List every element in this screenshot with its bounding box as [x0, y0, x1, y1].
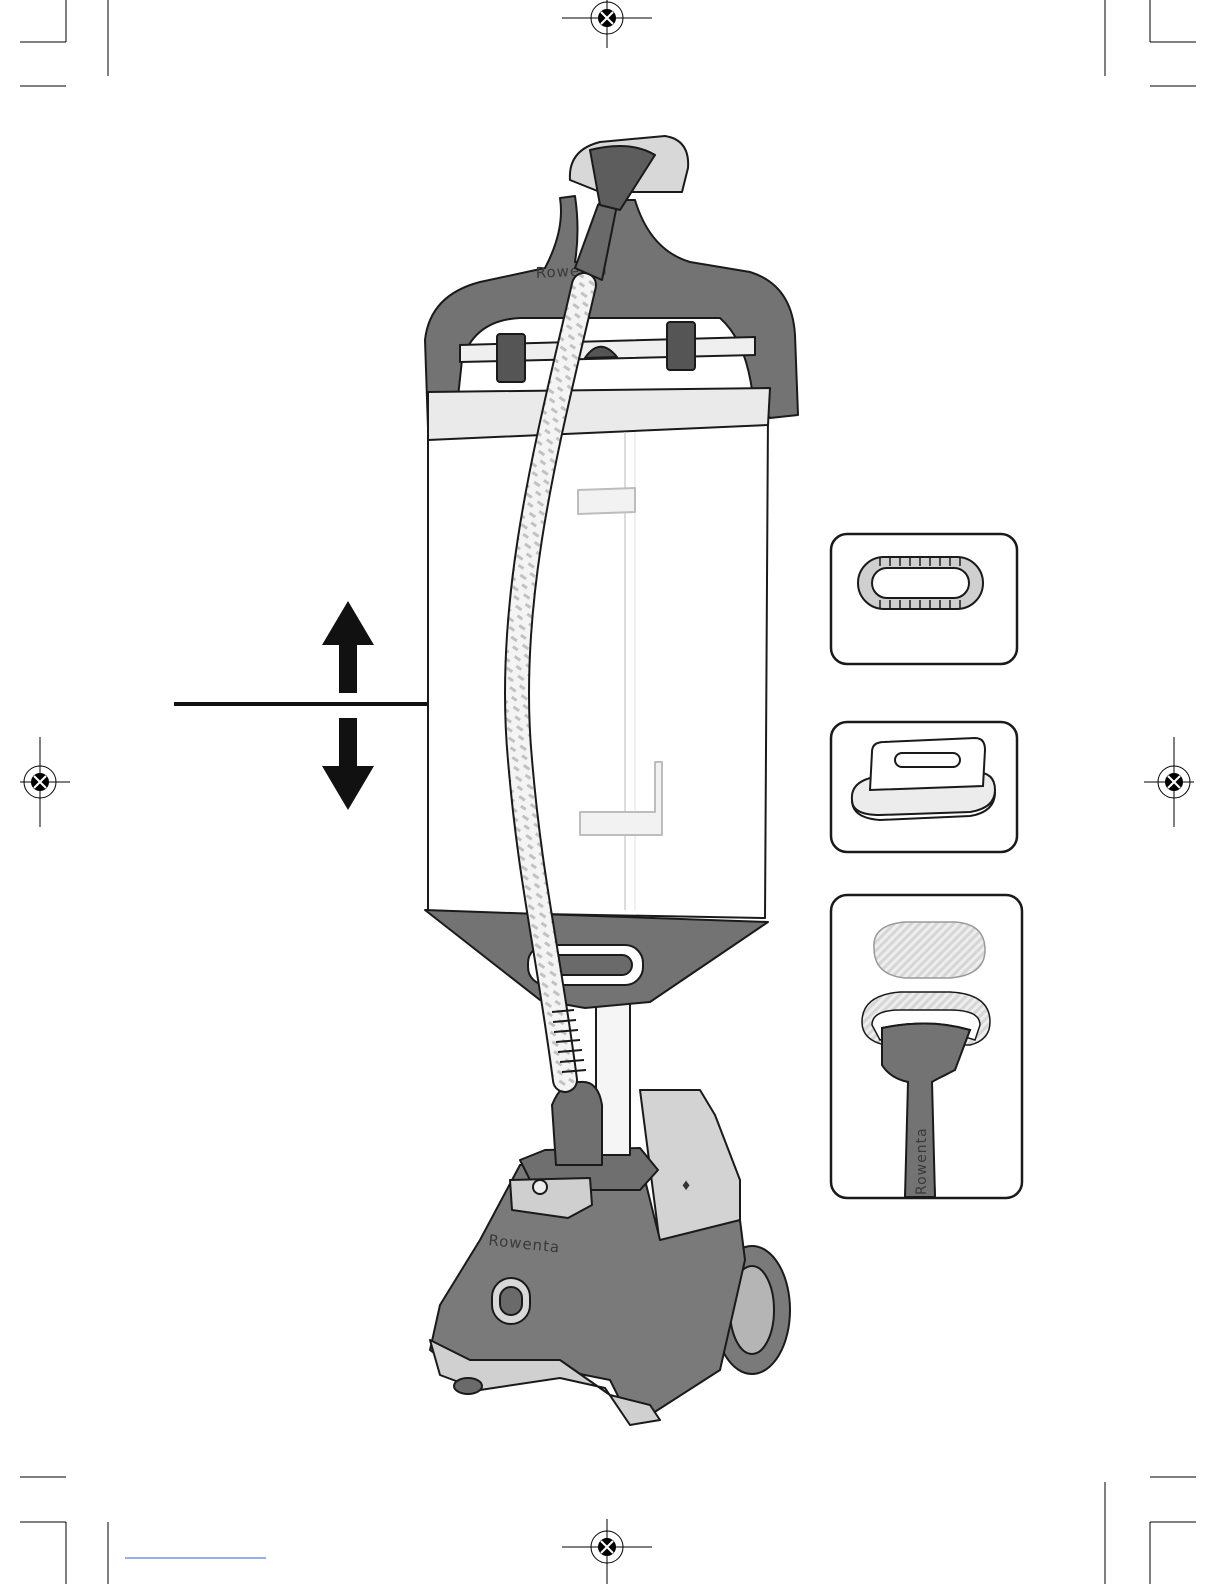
garment-steamer-illustration: Rowenta ♦ Rowenta: [425, 136, 798, 1425]
accessory-delicate-pad-box: Rowenta: [831, 895, 1022, 1198]
hose-base-connector: [552, 1082, 602, 1165]
hanger-clip-right: [667, 322, 695, 370]
crease-tool-icon: [852, 738, 995, 820]
brand-logo-accessory: Rowenta: [914, 1127, 930, 1195]
steam-selector: [510, 1178, 592, 1218]
registration-mark-bottom: [562, 1519, 652, 1584]
water-drop-icon: ♦: [682, 1177, 690, 1194]
brush-icon: [858, 557, 983, 609]
power-button: [492, 1278, 530, 1324]
garment-panel: [428, 412, 768, 918]
down-arrow-icon: [322, 718, 374, 810]
accessory-brush-box: [831, 534, 1017, 664]
up-arrow-icon: [322, 601, 374, 693]
panel-clip-upper: [578, 488, 635, 514]
registration-mark-top: [562, 0, 652, 48]
registration-mark-left: [20, 737, 70, 827]
hanger-clip-left: [497, 334, 525, 382]
accessory-crease-tool-box: [831, 722, 1017, 852]
registration-mark-right: [1144, 737, 1194, 827]
